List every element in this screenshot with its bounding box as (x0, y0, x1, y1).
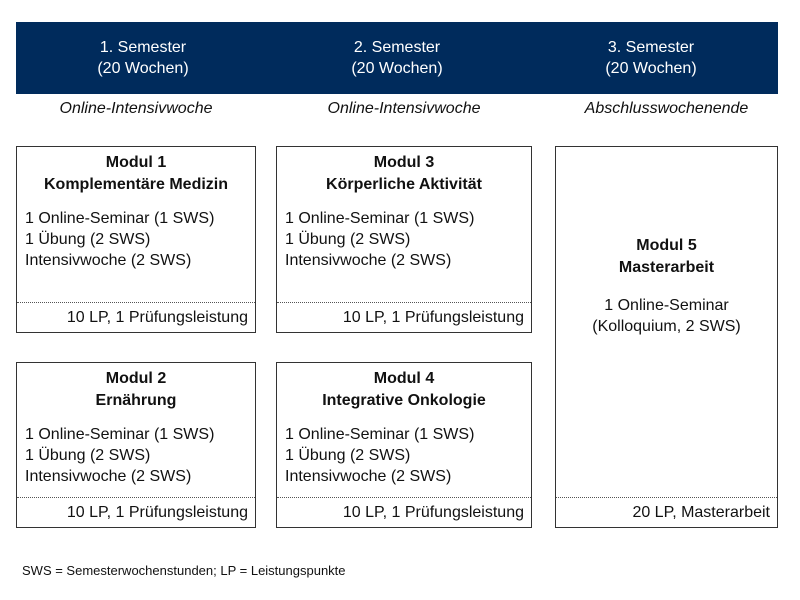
module-1-item: 1 Online-Seminar (1 SWS) (25, 210, 215, 227)
module-5-footer: 20 LP, Masterarbeit (556, 497, 777, 527)
module-1-footer: 10 LP, 1 Prüfungsleistung (17, 302, 255, 332)
semester-2-phase: Online-Intensivwoche (327, 100, 481, 117)
semester-header-bar: 1. Semester (20 Wochen) 2. Semester (20 … (16, 22, 778, 94)
module-3-item: 1 Online-Seminar (1 SWS) (285, 210, 475, 227)
module-5-name: Masterarbeit (618, 259, 715, 276)
module-4-footer: 10 LP, 1 Prüfungsleistung (277, 497, 531, 527)
module-2-item: 1 Online-Seminar (1 SWS) (25, 426, 215, 443)
module-4-box: Modul 4 Integrative Onkologie 1 Online-S… (276, 362, 532, 528)
semester-1-duration: (20 Wochen) (97, 60, 189, 77)
semester-3-header: 3. Semester (20 Wochen) (524, 22, 778, 94)
module-4-item: 1 Online-Seminar (1 SWS) (285, 426, 475, 443)
module-2-item: 1 Übung (2 SWS) (25, 447, 151, 464)
module-5-number: Modul 5 (636, 237, 697, 254)
module-5-item: (Kolloquium, 2 SWS) (592, 318, 741, 335)
module-1-box: Modul 1 Komplementäre Medizin 1 Online-S… (16, 146, 256, 333)
module-1-number: Modul 1 (105, 154, 167, 171)
module-2-number: Modul 2 (105, 370, 167, 387)
module-1-item: Intensivwoche (2 SWS) (25, 252, 192, 269)
module-2-footer: 10 LP, 1 Prüfungsleistung (17, 497, 255, 527)
module-3-item: Intensivwoche (2 SWS) (285, 252, 452, 269)
semester-3-label: 3. Semester (607, 39, 695, 56)
semester-1-phase: Online-Intensivwoche (59, 100, 213, 117)
semester-3-duration: (20 Wochen) (605, 60, 697, 77)
module-5-item: 1 Online-Seminar (604, 297, 729, 314)
module-2-item: Intensivwoche (2 SWS) (25, 468, 192, 485)
module-3-footer: 10 LP, 1 Prüfungsleistung (277, 302, 531, 332)
semester-1-label: 1. Semester (99, 39, 187, 56)
module-4-name: Integrative Onkologie (322, 392, 486, 409)
module-4-item: Intensivwoche (2 SWS) (285, 468, 452, 485)
module-1-item: 1 Übung (2 SWS) (25, 231, 151, 248)
semester-2-label: 2. Semester (353, 39, 441, 56)
module-2-box: Modul 2 Ernährung 1 Online-Seminar (1 SW… (16, 362, 256, 528)
footnote-legend: SWS = Semesterwochenstunden; LP = Leistu… (22, 563, 346, 578)
module-3-name: Körperliche Aktivität (326, 176, 482, 193)
module-4-item: 1 Übung (2 SWS) (285, 447, 411, 464)
semester-3-phase: Abschlusswochenende (584, 100, 749, 117)
module-1-name: Komplementäre Medizin (43, 176, 229, 193)
module-3-box: Modul 3 Körperliche Aktivität 1 Online-S… (276, 146, 532, 333)
semester-2-header: 2. Semester (20 Wochen) (270, 22, 524, 94)
module-2-name: Ernährung (95, 392, 177, 409)
module-3-number: Modul 3 (373, 154, 435, 171)
module-5-box: Modul 5 Masterarbeit 1 Online-Seminar (K… (555, 146, 778, 528)
module-3-item: 1 Übung (2 SWS) (285, 231, 411, 248)
semester-2-duration: (20 Wochen) (351, 60, 443, 77)
module-4-number: Modul 4 (373, 370, 435, 387)
semester-1-header: 1. Semester (20 Wochen) (16, 22, 270, 94)
